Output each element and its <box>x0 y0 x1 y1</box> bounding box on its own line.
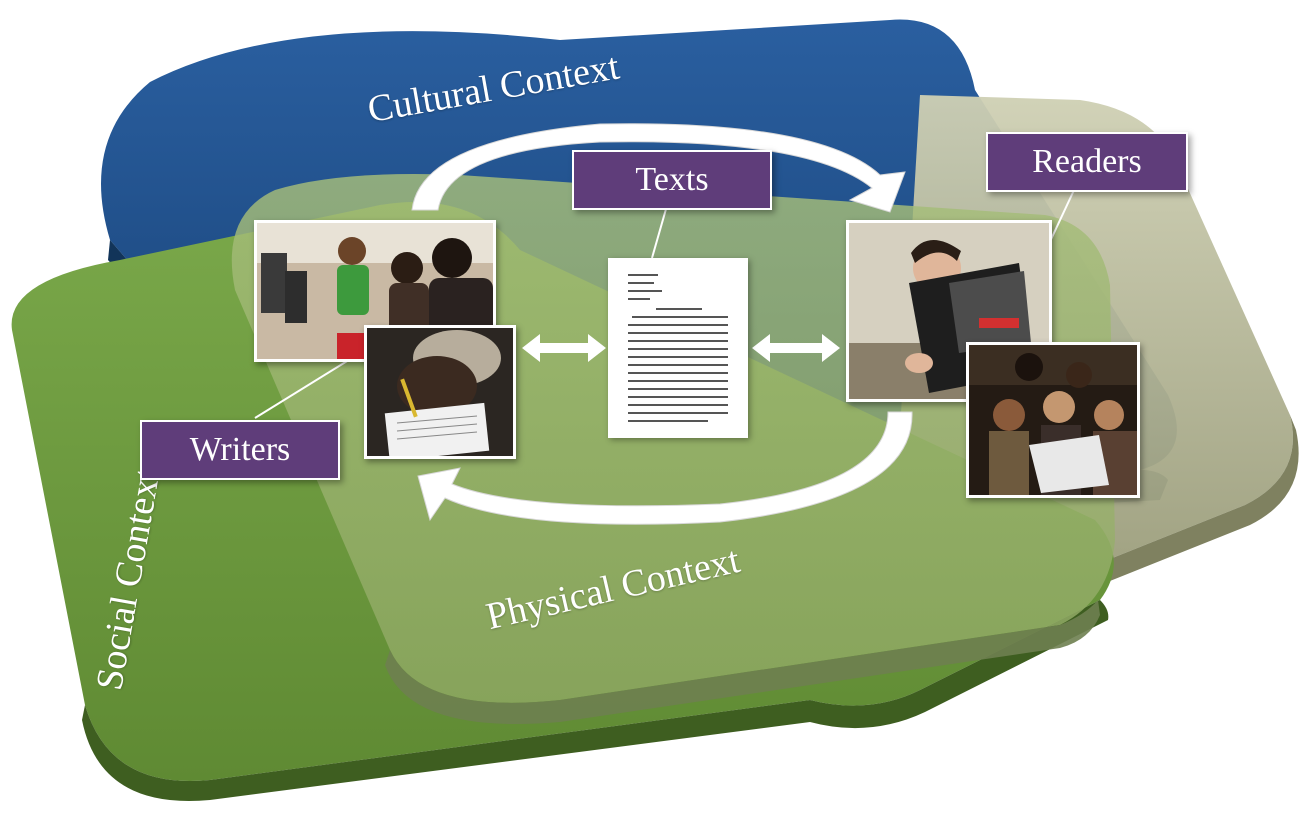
arrow-writers-to-readers <box>411 123 906 213</box>
readers-photo-group <box>966 342 1140 498</box>
texts-label: Texts <box>572 150 772 210</box>
readers-label: Readers <box>986 132 1188 192</box>
arrow-readers-to-writers <box>417 411 913 525</box>
callout-line-texts <box>651 201 669 259</box>
texts-document-image <box>608 258 748 438</box>
double-arrow-texts-readers <box>752 334 840 362</box>
writers-label: Writers <box>140 420 340 480</box>
double-arrow-writers-texts <box>522 334 606 362</box>
writers-photo-writing <box>364 325 516 459</box>
